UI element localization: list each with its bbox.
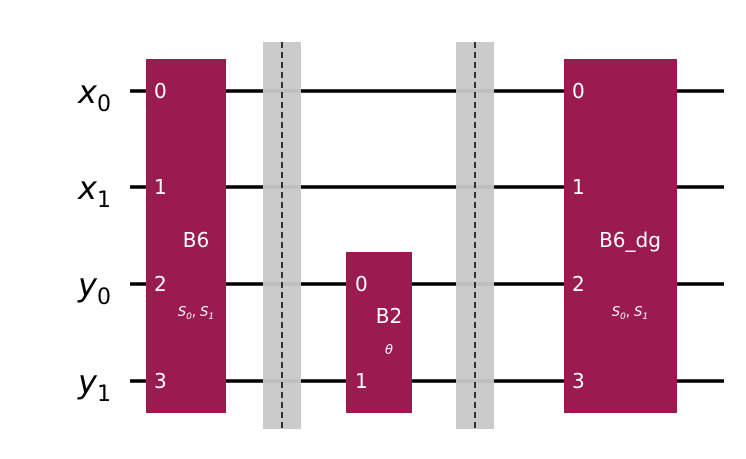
wire-label-y1: y1	[77, 363, 111, 407]
gate-b6-dg-port-1: 1	[572, 175, 585, 199]
gate-b2-box	[346, 252, 412, 413]
gate-b6-dg: 0 1 2 3 B6_dg S0, S1	[564, 59, 677, 413]
gate-b6-port-0: 0	[154, 79, 167, 103]
gate-b6-dg-port-0: 0	[572, 79, 585, 103]
wire-labels: x0 x1 y0 y1	[77, 73, 111, 407]
gate-b6-dg-port-3: 3	[572, 369, 585, 393]
gate-b6-dg-label: B6_dg	[599, 228, 661, 252]
gate-b6-params: S0, S1	[178, 305, 214, 322]
gate-b6-label: B6	[183, 228, 209, 252]
gate-b6-box	[146, 59, 226, 413]
gate-b6-dg-params: S0, S1	[612, 305, 648, 322]
gate-b6-dg-box	[564, 59, 677, 413]
gate-b2-port-0: 0	[355, 272, 368, 296]
wire-label-x1: x1	[77, 169, 111, 213]
gate-b6-dg-port-2: 2	[572, 272, 585, 296]
gate-b6-port-1: 1	[154, 175, 167, 199]
gate-b2-param: θ	[385, 343, 393, 358]
gate-b2-port-1: 1	[355, 369, 368, 393]
gate-b2-label: B2	[376, 304, 402, 328]
gate-b6-port-3: 3	[154, 369, 167, 393]
gate-b6-port-2: 2	[154, 272, 167, 296]
gate-b2: 0 1 B2 θ	[346, 252, 412, 413]
gate-b6: 0 1 2 3 B6 S0, S1	[146, 59, 226, 413]
wire-label-x0: x0	[77, 73, 111, 117]
barrier-2	[456, 42, 494, 429]
barrier-1	[263, 42, 301, 429]
wire-label-y0: y0	[77, 266, 111, 310]
